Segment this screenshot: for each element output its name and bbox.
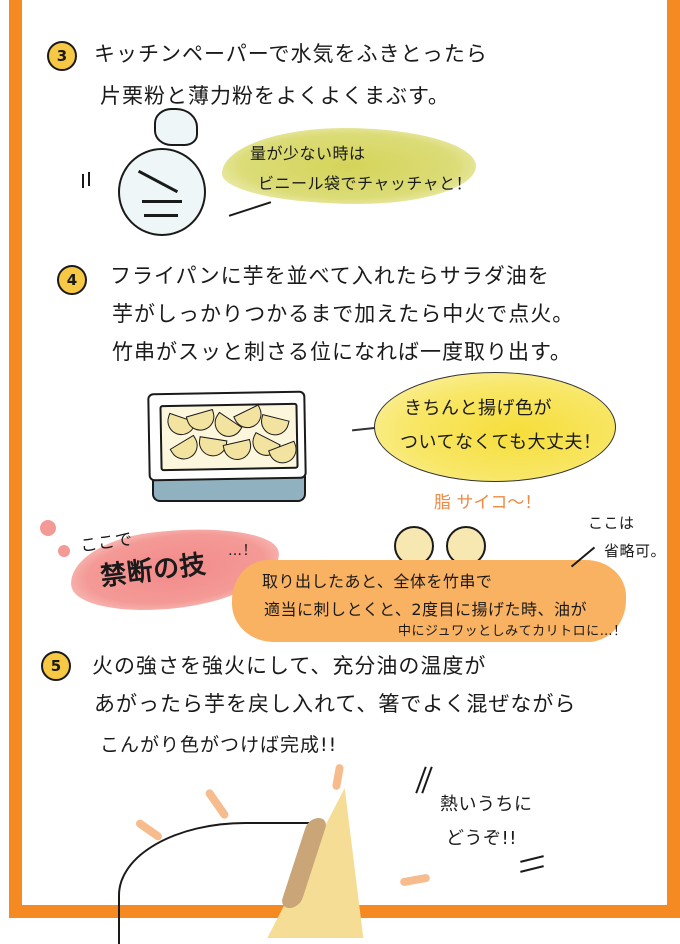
- speech-bubble: [374, 372, 616, 482]
- red-dot-decoration: [40, 520, 56, 536]
- step-5-line-2: あがったら芋を戻し入れて、箸でよく混ぜながら: [94, 692, 577, 716]
- bag-note-line-1: 量が少ない時は: [250, 144, 366, 163]
- closing-line-1: 熱いうちに: [440, 794, 533, 815]
- bag-knot: [154, 108, 198, 146]
- plastic-bag-illustration: [82, 108, 218, 238]
- fry-wedge: [267, 788, 401, 938]
- closing-line-2: どうぞ!!: [446, 828, 517, 849]
- orange-highlight: [232, 560, 626, 642]
- secret-tip-line-3: 中にジュワッとしみてカリトロに…！: [398, 624, 627, 639]
- tray-inner: [159, 402, 299, 472]
- reaction-text: 脂 サイコ〜！: [434, 493, 542, 513]
- bubble-line-1: きちんと揚げ色が: [404, 398, 552, 419]
- hand-outline: [118, 822, 330, 944]
- bag-body: [118, 148, 206, 236]
- secret-tip-line-2: 適当に刺しとくと、2度目に揚げた時、油が: [264, 600, 588, 619]
- red-dot-decoration: [58, 545, 70, 557]
- step-number-badge: 4: [57, 265, 87, 295]
- step-5-line-1: 火の強さを強火にして、充分油の温度が: [92, 654, 487, 678]
- step-5-line-3: こんがり色がつけば完成!!: [100, 734, 338, 756]
- step-3-line-2: 片栗粉と薄力粉をよくよくまぶす。: [100, 84, 450, 108]
- step-4-line-3: 竹串がスッと刺さる位になれば一度取り出す。: [112, 340, 572, 364]
- potato-tray-illustration: [147, 390, 308, 502]
- step-number-badge: 3: [47, 41, 77, 71]
- bag-note-line-2: ビニール袋でチャッチャと！: [258, 174, 473, 193]
- green-highlight-note: [222, 128, 476, 204]
- secret-tip-ellipsis: …！: [228, 543, 257, 559]
- skip-note-line-2: 省略可。: [604, 542, 667, 560]
- step-3-line-1: キッチンペーパーで水気をふきとったら: [94, 42, 488, 66]
- skip-note-line-1: ここは: [588, 514, 635, 532]
- bubble-line-2: ついてなくても大丈夫！: [400, 432, 602, 453]
- step-4-line-2: 芋がしっかりつかるまで加えたら中火で点火。: [112, 302, 575, 326]
- tray-rim: [147, 390, 307, 482]
- face-right-illustration: [446, 526, 486, 566]
- step-number-badge: 5: [41, 651, 71, 681]
- secret-tip-line-1: 取り出したあと、全体を竹串で: [262, 572, 493, 591]
- step-4-line-1: フライパンに芋を並べて入れたらサラダ油を: [110, 264, 550, 288]
